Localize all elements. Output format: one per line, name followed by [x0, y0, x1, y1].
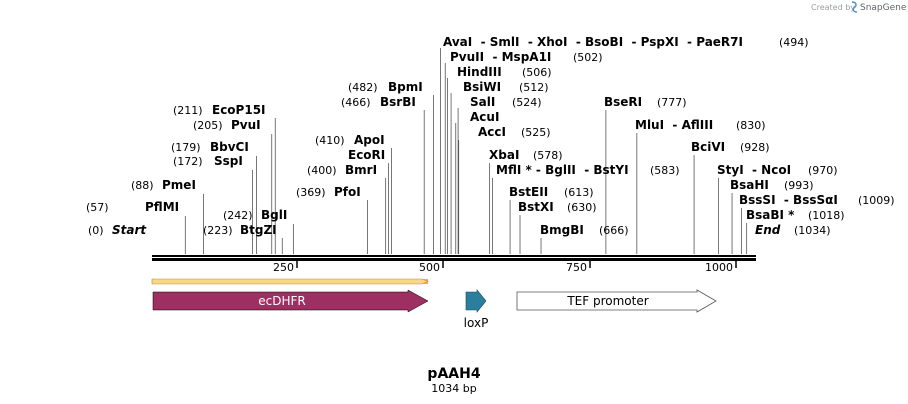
feature-loxp-arrow [465, 289, 487, 313]
site-apoi-label: ApoI [354, 133, 385, 147]
site-bgli-pos: (242) [223, 209, 253, 222]
site-bstxi-pos: (630) [567, 201, 597, 214]
site-ecop15i-label: EcoP15I [212, 103, 266, 117]
site-pmei-pos: (88) [131, 179, 154, 192]
axis-tick-label: 250 [273, 261, 294, 274]
site-ecori-label: EcoRI [348, 148, 385, 162]
site-bcivi-label: BciVI [691, 140, 725, 154]
site-sspi-pos: (172) [173, 155, 203, 168]
credit-brand: SnapGene [860, 3, 907, 13]
site-pfoi-pos: (369) [296, 186, 326, 199]
feature-loxp[interactable]: loxP [464, 289, 489, 330]
site-bsteii-pos: (613) [564, 186, 594, 199]
site-bgli-label: BglI [261, 208, 287, 222]
feature-ecdhfr-arrow [152, 289, 429, 313]
feature-ecdhfr-label: ecDHFR [258, 294, 305, 308]
feature-loxp-label: loxP [464, 316, 489, 330]
credit-prefix: Created by [811, 3, 855, 12]
restriction-site-labels: (0) Start (57) PflMI (88) PmeI (172) Ssp… [86, 35, 895, 237]
feature-tef-promoter-label: TEF promoter [566, 294, 648, 308]
axis-tick-750: 750 [566, 261, 591, 274]
site-mlui-group-label: MluI - AflIII [635, 118, 713, 132]
site-bmgbi-pos: (666) [599, 224, 629, 237]
site-bmri-label: BmrI [345, 163, 377, 177]
site-bbvci-pos: (179) [171, 141, 201, 154]
site-pvui-pos: (205) [193, 119, 223, 132]
site-avai-group-label: AvaI - SmlI - XhoI - BsoBI - PspXI - Pae… [443, 35, 743, 49]
site-xbai-pos: (578) [533, 149, 563, 162]
site-styi-group-label: StyI - NcoI [717, 163, 791, 177]
site-bpmi-pos: (482) [348, 81, 378, 94]
site-bbvci-label: BbvCI [210, 140, 249, 154]
snapgene-logo-icon [851, 1, 858, 13]
plasmid-length: 1034 bp [431, 382, 476, 395]
site-btgzi-pos: (223) [203, 224, 233, 237]
site-bsabi-label: BsaBI * [746, 208, 795, 222]
axis-tick-label: 1000 [705, 261, 733, 274]
site-bsssi-group-label: BssSI - BssSαI [739, 193, 838, 207]
site-bsrbi-label: BsrBI [380, 95, 416, 109]
site-apoi-pos: (410) [315, 134, 345, 147]
site-bstxi-label: BstXI [518, 200, 554, 214]
site-bsabi-pos: (1018) [808, 209, 845, 222]
site-bmgbi-label: BmgBI [540, 223, 584, 237]
feature-tef-promoter-arrow [516, 289, 717, 313]
axis-tick-1000: 1000 [705, 261, 737, 274]
feature-tef-promoter[interactable]: TEF promoter [516, 289, 717, 313]
site-pflmi-pos: (57) [86, 201, 109, 214]
site-bsrbi-pos: (466) [341, 96, 371, 109]
site-mfli-group-label: MflI * - BglII - BstYI [496, 163, 629, 177]
site-xbai-label: XbaI [489, 148, 519, 162]
site-mlui-group-pos: (830) [736, 119, 766, 132]
site-bmri-pos: (400) [307, 164, 337, 177]
site-start-pos: (0) [88, 224, 104, 237]
site-pfoi-label: PfoI [334, 185, 361, 199]
site-end-pos: (1034) [794, 224, 831, 237]
site-bseri-label: BseRI [604, 95, 642, 109]
axis-tick-label: 750 [566, 261, 587, 274]
site-sspi-label: SspI [214, 154, 243, 168]
site-acci-label: AccI [478, 125, 506, 139]
site-bsteii-label: BstEII [509, 185, 548, 199]
site-btgzi-label: BtgZI [240, 223, 277, 237]
site-bsiwi-pos: (512) [519, 81, 549, 94]
site-pflmi-label: PflMI [145, 200, 179, 214]
site-bcivi-pos: (928) [740, 141, 770, 154]
site-avai-group-pos: (494) [779, 36, 809, 49]
site-sali-pos: (524) [512, 96, 542, 109]
site-end-label: End [755, 223, 781, 237]
backbone-top-strand [152, 255, 756, 257]
site-pvuii-group-label: PvuII - MspA1I [450, 50, 551, 64]
site-sali-label: SalI [470, 95, 495, 109]
site-acci-pos: (525) [521, 126, 551, 139]
plasmid-name: pAAH4 [427, 366, 480, 382]
site-hindiii-pos: (506) [522, 66, 552, 79]
site-bseri-pos: (777) [657, 96, 687, 109]
axis-tick-500: 500 [419, 261, 444, 274]
site-pvui-label: PvuI [231, 118, 261, 132]
site-bsahi-label: BsaHI [730, 178, 769, 192]
site-bsssi-group-pos: (1009) [858, 194, 895, 207]
site-mfli-group-pos: (583) [650, 164, 680, 177]
site-acui-label: AcuI [470, 110, 499, 124]
site-leader-lines [184, 48, 748, 254]
site-pmei-label: PmeI [162, 178, 196, 192]
site-bsiwi-label: BsiWI [463, 80, 501, 94]
site-bpmi-label: BpmI [388, 80, 423, 94]
feature-ecdhfr[interactable]: ecDHFR [151, 278, 429, 313]
site-styi-group-pos: (970) [808, 164, 838, 177]
site-bsahi-pos: (993) [784, 179, 814, 192]
site-ecop15i-pos: (211) [173, 104, 203, 117]
site-hindiii-label: HindIII [457, 65, 502, 79]
axis-tick-label: 500 [419, 261, 440, 274]
axis-tick-250: 250 [273, 261, 298, 274]
site-start-label: Start [112, 223, 147, 237]
site-pvuii-group-pos: (502) [573, 51, 603, 64]
backbone-bottom-strand [152, 258, 756, 261]
